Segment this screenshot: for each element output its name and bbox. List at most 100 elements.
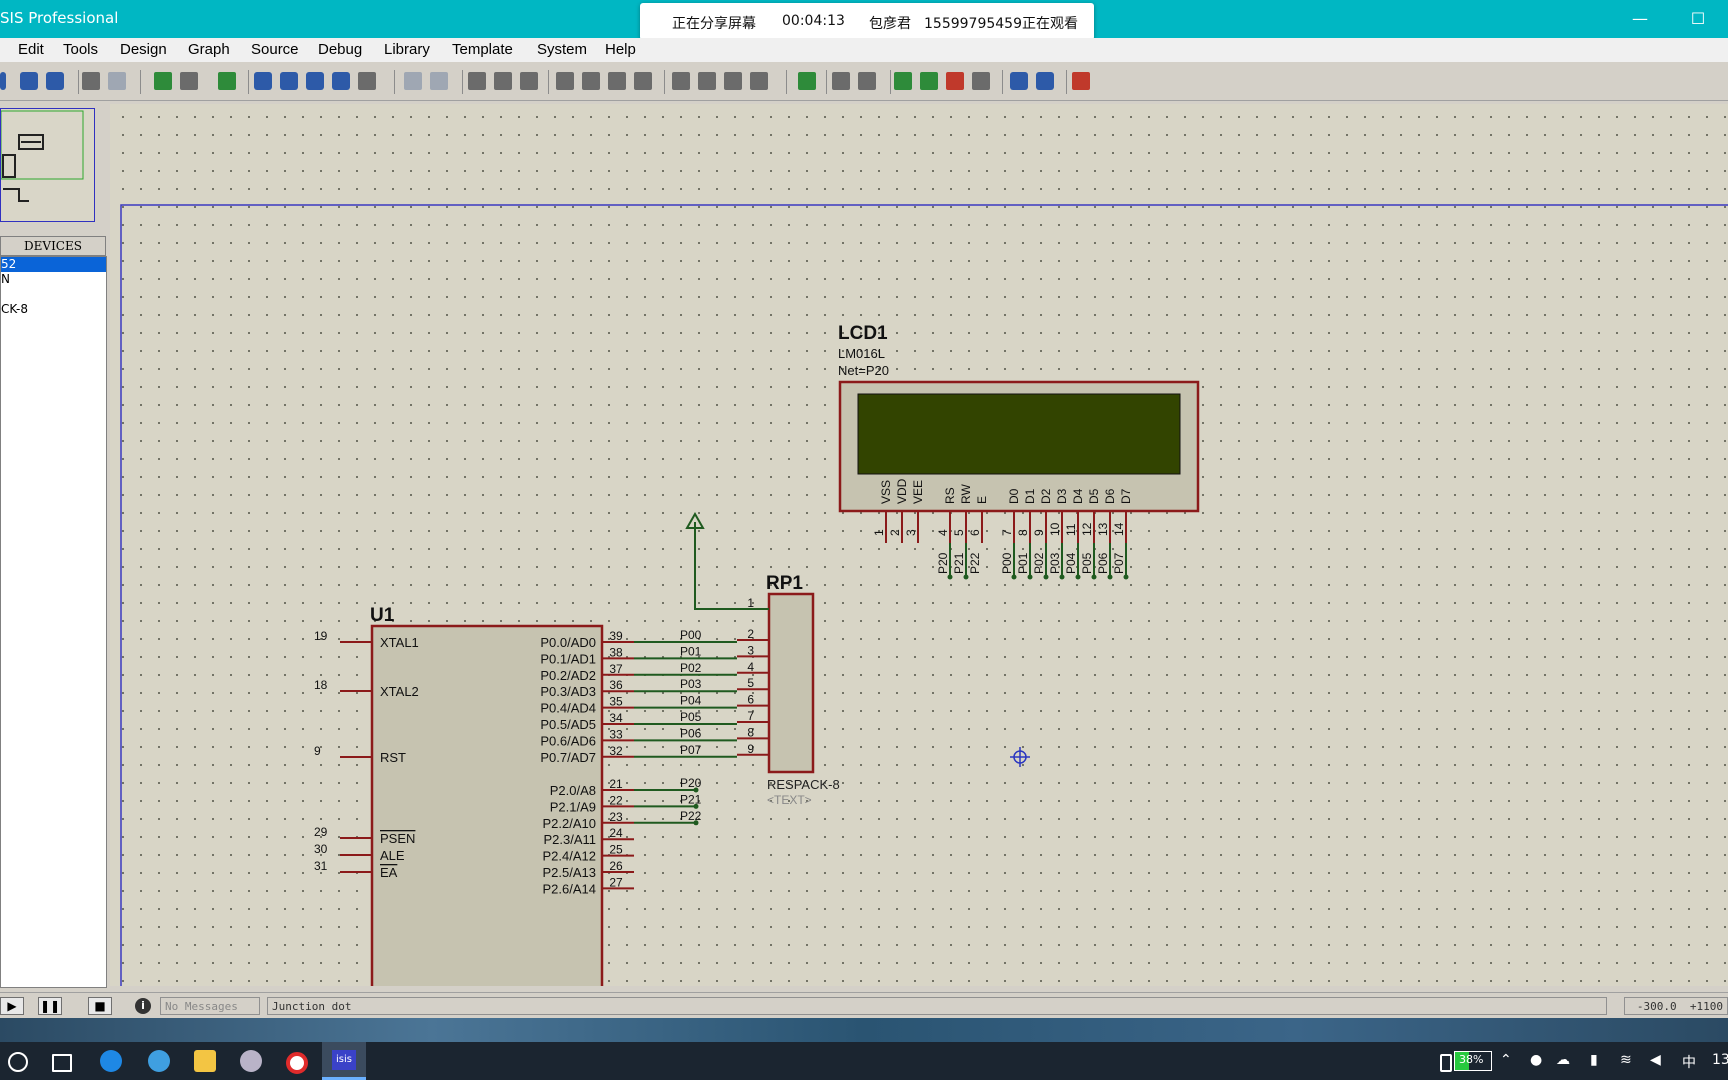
origin-icon[interactable] [218, 72, 236, 90]
pause-button[interactable]: ❚❚ [38, 997, 62, 1015]
menu-help[interactable]: Help [605, 41, 636, 58]
lcd-pins: VSS1VDD2VEE3RS4RW5E6D07D18D29D310D411D51… [872, 478, 1133, 580]
stop-button[interactable]: ■ [88, 997, 112, 1015]
decompose-icon[interactable] [750, 72, 768, 90]
clock[interactable]: 13 [1712, 1052, 1728, 1068]
maximize-button[interactable]: ☐ [1690, 9, 1706, 28]
lcd-net: Net=P20 [838, 363, 889, 378]
block-copy-icon[interactable] [556, 72, 574, 90]
remove-sheet-icon[interactable] [946, 72, 964, 90]
device-item[interactable]: 52 [1, 257, 106, 272]
property-tool-icon[interactable] [858, 72, 876, 90]
lcd-pin-label: D3 [1055, 488, 1069, 504]
pick-device-icon[interactable] [672, 72, 690, 90]
minimize-button[interactable]: — [1632, 9, 1648, 28]
junction-dot [693, 820, 699, 826]
copy-icon[interactable] [494, 72, 512, 90]
zoom-area-icon[interactable] [358, 72, 376, 90]
wire-autorouter-icon[interactable] [798, 72, 816, 90]
menu-library[interactable]: Library [384, 41, 430, 58]
zoom-all-icon[interactable] [332, 72, 350, 90]
toolbar-separator [394, 70, 395, 94]
task-view-icon[interactable] [52, 1054, 72, 1072]
grid-icon[interactable] [180, 72, 198, 90]
packaging-icon[interactable] [724, 72, 742, 90]
ares-icon[interactable] [1072, 72, 1090, 90]
new-sheet-icon[interactable] [894, 72, 912, 90]
block-move-icon[interactable] [582, 72, 600, 90]
menu-graph[interactable]: Graph [188, 41, 230, 58]
electrical-check-icon[interactable] [1036, 72, 1054, 90]
cloud-icon[interactable]: ☁ [1556, 1052, 1570, 1068]
lcd-pin-label: VEE [911, 480, 925, 504]
lcd-net-label: P06 [1096, 552, 1110, 574]
u1-pin-name: P0.1/AD1 [540, 651, 596, 666]
play-button[interactable]: ▶ [0, 997, 24, 1015]
ime-indicator[interactable]: 中 [1682, 1055, 1696, 1071]
paste-icon[interactable] [520, 72, 538, 90]
new-icon[interactable] [0, 72, 6, 90]
app-icon[interactable] [240, 1050, 262, 1072]
u1-pin-name: P0.7/AD7 [540, 750, 596, 765]
ie-icon[interactable] [148, 1050, 170, 1072]
device-item[interactable] [1, 287, 106, 302]
toolbar-separator [1002, 70, 1003, 94]
menu-tools[interactable]: Tools [63, 41, 99, 58]
coordinates-field: -300.0 +1100 [1624, 997, 1728, 1015]
save-icon[interactable] [20, 72, 38, 90]
chevron-up-icon[interactable]: ⌃ [1500, 1052, 1512, 1068]
u1-pin-name: P0.4/AD4 [540, 701, 596, 716]
add-sheet-icon[interactable] [920, 72, 938, 90]
qq-icon[interactable]: ● [1530, 1052, 1543, 1068]
make-device-icon[interactable] [698, 72, 716, 90]
refresh-icon[interactable] [154, 72, 172, 90]
rp-pin-number: 9 [747, 742, 754, 756]
menu-system[interactable]: System [537, 41, 588, 58]
start-icon[interactable] [8, 1052, 28, 1072]
search-tag-icon[interactable] [832, 72, 850, 90]
device-item[interactable]: N [1, 272, 10, 286]
u1-pin-number: 35 [609, 695, 623, 709]
print-icon[interactable] [82, 72, 100, 90]
lcd-pin-number: 13 [1096, 522, 1110, 536]
device-item[interactable]: CK-8 [1, 302, 28, 316]
wifi-icon[interactable]: ≋ [1620, 1052, 1632, 1068]
bill-of-materials-icon[interactable] [1010, 72, 1028, 90]
block-delete-icon[interactable] [634, 72, 652, 90]
menu-edit[interactable]: Edit [18, 41, 44, 58]
menu-template[interactable]: Template [452, 41, 513, 58]
file-explorer-icon[interactable] [194, 1050, 216, 1072]
menu-source[interactable]: Source [251, 41, 299, 58]
u1-pin-number: 38 [609, 645, 623, 659]
cut-icon[interactable] [468, 72, 486, 90]
pan-icon[interactable] [254, 72, 272, 90]
record-icon[interactable] [286, 1052, 308, 1074]
isis-taskbar-button[interactable]: isis [322, 1042, 366, 1080]
overview-window[interactable] [0, 108, 95, 222]
zoom-in-icon[interactable] [280, 72, 298, 90]
battery-icon[interactable]: 38% [1454, 1051, 1492, 1071]
microphone-icon[interactable]: ▮ [1590, 1052, 1598, 1068]
u1-pin-number: 39 [609, 629, 623, 643]
lcd-pin-label: D4 [1071, 488, 1085, 504]
device-list[interactable]: 52 N CK-8 [0, 256, 107, 988]
u1-net-label: P01 [680, 644, 702, 658]
zoom-out-icon[interactable] [306, 72, 324, 90]
print-area-icon[interactable] [108, 72, 126, 90]
edge-icon[interactable] [100, 1050, 122, 1072]
rp-pin-number: 1 [747, 596, 754, 610]
u1-pin-number: 30 [314, 842, 328, 856]
exit-parent-icon[interactable] [972, 72, 990, 90]
save-all-icon[interactable] [46, 72, 64, 90]
volume-icon[interactable]: ◀ [1650, 1052, 1661, 1068]
menu-design[interactable]: Design [120, 41, 167, 58]
block-rotate-icon[interactable] [608, 72, 626, 90]
undo-icon[interactable] [404, 72, 422, 90]
redo-icon[interactable] [430, 72, 448, 90]
taskbar: isis 38% ⌃ ● ☁ ▮ ≋ ◀ 中 13 [0, 1042, 1728, 1080]
messages-field[interactable]: No Messages [160, 997, 260, 1015]
toolbar-separator [248, 70, 249, 94]
menu-debug[interactable]: Debug [318, 41, 363, 58]
desktop-background [0, 1018, 1728, 1042]
